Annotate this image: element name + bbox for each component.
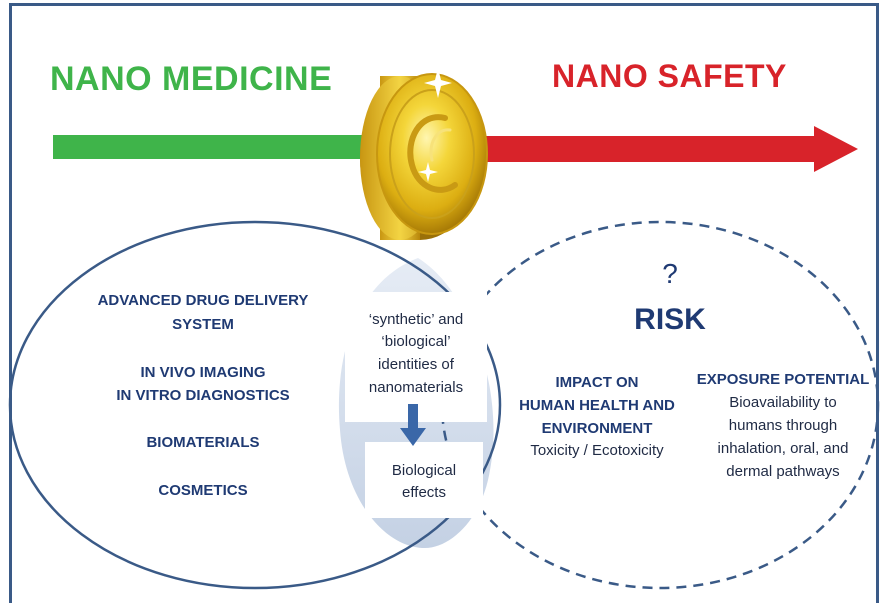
impact-line-3: ENVIRONMENT	[541, 420, 653, 437]
exposure-line-4: dermal pathways	[726, 463, 840, 480]
identity-line-3: identities of	[378, 356, 454, 373]
down-arrow-icon	[400, 404, 426, 446]
application-biomaterials: BIOMATERIALS	[146, 434, 260, 451]
risk-question-mark: ?	[662, 258, 678, 289]
risk-title: RISK	[634, 303, 706, 336]
medicine-ellipse	[8, 220, 502, 590]
impact-line-2: HUMAN HEALTH AND	[519, 397, 675, 414]
exposure-title: EXPOSURE POTENTIAL	[696, 371, 870, 388]
gold-coin-icon	[360, 68, 488, 240]
impact-subtitle: Toxicity / Ecotoxicity	[530, 442, 664, 459]
impact-line-1: IMPACT ON	[555, 374, 639, 391]
application-in-vivo-imaging: IN VIVO IMAGING	[140, 364, 266, 381]
exposure-line-1: Bioavailability to	[729, 394, 837, 411]
medicine-arrow	[53, 135, 373, 159]
effects-line-1: Biological	[391, 462, 457, 479]
nano-safety-title: NANO SAFETY	[552, 58, 787, 94]
identity-line-4: nanomaterials	[368, 379, 464, 396]
exposure-line-3: inhalation, oral, and	[717, 440, 849, 457]
application-cosmetics: COSMETICS	[158, 482, 248, 499]
effects-box	[365, 442, 483, 518]
application-drug-delivery-system: SYSTEM	[172, 316, 234, 333]
identity-box	[345, 292, 487, 422]
identity-line-1: ‘synthetic’ and	[368, 311, 464, 328]
application-in-vitro-diagnostics: IN VITRO DIAGNOSTICS	[116, 387, 290, 404]
effects-line-2: effects	[402, 484, 446, 501]
diagram-frame	[9, 3, 879, 603]
safety-arrow	[486, 126, 858, 172]
nano-medicine-title: NANO MEDICINE	[50, 60, 333, 98]
exposure-line-2: humans through	[728, 417, 838, 434]
identity-line-2: ‘biological’	[381, 333, 451, 350]
application-drug-delivery: ADVANCED DRUG DELIVERY	[97, 292, 309, 309]
